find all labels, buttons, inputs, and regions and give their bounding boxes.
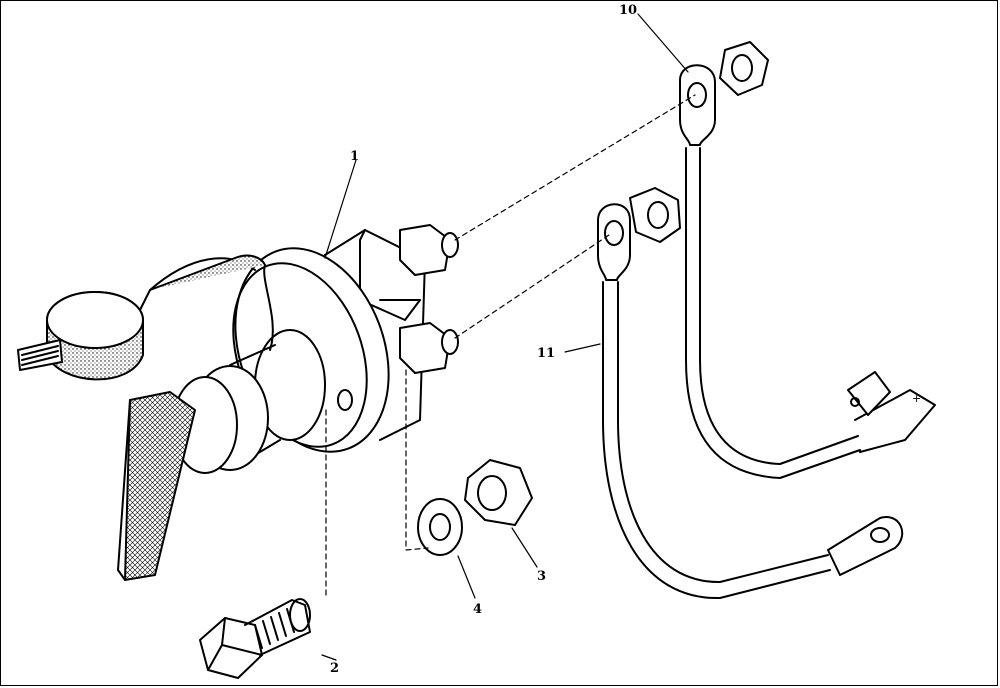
callout-4-washer: 4	[473, 602, 483, 617]
callout-3-nut: 3	[537, 569, 547, 584]
assembly-guide-lines	[325, 94, 696, 599]
positive-cable	[679, 41, 936, 479]
washer	[417, 498, 463, 556]
leader-lines	[321, 13, 689, 661]
callout-2-bolt: 2	[330, 661, 340, 676]
hex-nut	[464, 459, 533, 526]
isolator-switch	[17, 224, 459, 581]
callout-1-switch: 1	[350, 149, 360, 164]
negative-cable	[597, 187, 904, 600]
plus-mark: +	[912, 392, 921, 405]
callout-10-positive-cable: 10	[619, 3, 638, 18]
callout-11-negative-cable: 11	[537, 346, 556, 361]
mounting-bolt	[199, 598, 311, 679]
